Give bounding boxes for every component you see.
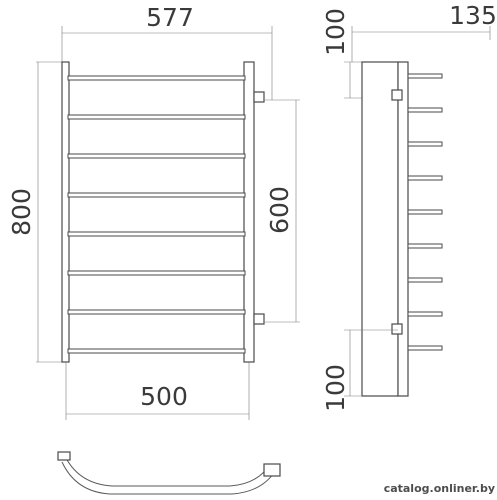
side-rung: [407, 73, 443, 79]
dim-100-bottom-label: 100: [321, 364, 350, 412]
mount-bottom: [253, 313, 265, 325]
front-rungs: [67, 75, 246, 354]
top-view-rail-inner: [65, 457, 271, 487]
side-upright: [397, 61, 409, 397]
side-view: 135 100 100: [321, 1, 497, 412]
top-view-right-mount: [263, 463, 281, 477]
dim-800-label: 800: [7, 188, 36, 236]
top-view-left-mount: [57, 451, 71, 461]
right-upright: [243, 61, 255, 363]
side-rung: [407, 209, 443, 215]
top-view: [57, 451, 281, 495]
front-rung: [67, 231, 246, 237]
front-rung: [67, 348, 246, 354]
side-rung: [407, 277, 443, 283]
watermark: catalog.onliner.by: [355, 482, 495, 495]
side-rung: [407, 141, 443, 147]
dim-135-label: 135: [449, 1, 497, 30]
top-view-rail-outer: [61, 461, 277, 495]
dim-600-label: 600: [265, 186, 294, 234]
front-rung: [67, 153, 246, 159]
front-rung: [67, 75, 246, 81]
front-rung: [67, 192, 246, 198]
side-rung: [407, 311, 443, 317]
side-rung: [407, 243, 443, 249]
dim-500-label: 500: [140, 382, 188, 411]
dim-100-top-label: 100: [321, 8, 350, 56]
dim-577-label: 577: [146, 3, 194, 32]
side-rungs: [407, 73, 443, 351]
front-view: 577 800 600 500: [7, 3, 300, 420]
side-mount-bottom: [391, 323, 403, 335]
side-rung: [407, 107, 443, 113]
front-rung: [67, 309, 246, 315]
side-mount-top: [391, 89, 403, 101]
front-rung: [67, 270, 246, 276]
front-rung: [67, 114, 246, 120]
side-body: [361, 61, 399, 397]
side-rung: [407, 175, 443, 181]
mount-top: [253, 91, 265, 103]
left-upright: [61, 61, 70, 363]
side-rung: [407, 345, 443, 351]
